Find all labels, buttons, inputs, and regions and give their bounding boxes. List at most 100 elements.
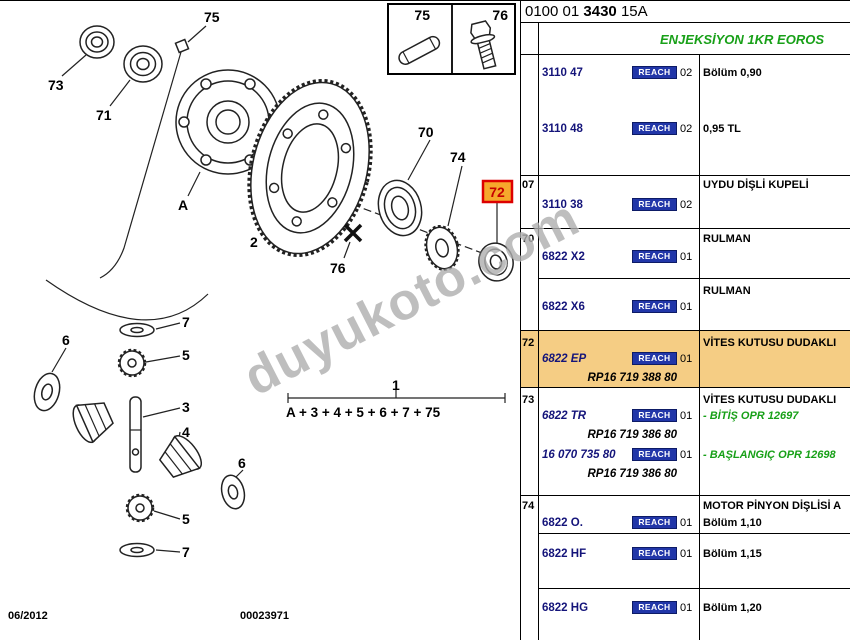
part-number[interactable]: 6822 O. (542, 517, 583, 529)
washer-7-top-drawing (119, 322, 155, 338)
part-description: 0,95 TL (703, 123, 741, 135)
table-line: RP16 719 388 80 (520, 371, 850, 386)
part-label-7-bottom[interactable]: 7 (182, 544, 190, 560)
part-number[interactable]: 3110 48 (542, 123, 583, 135)
group-title: RULMAN (703, 233, 751, 245)
inset-label-76[interactable]: 76 (492, 7, 508, 23)
part-description: Bölüm 1,20 (703, 602, 762, 614)
pinion-gear-4-right-drawing (158, 435, 203, 479)
part-label-6-right[interactable]: 6 (238, 455, 246, 471)
part-label-2[interactable]: 2 (250, 234, 258, 250)
grid-line (520, 228, 850, 229)
axis-dash-line (329, 195, 507, 263)
grid-line (699, 54, 700, 640)
group-label-1[interactable]: 1 (392, 377, 400, 393)
table-line: RP16 719 386 80 (520, 467, 850, 482)
highlighted-row-72[interactable] (521, 330, 850, 387)
reach-badge[interactable]: REACH (632, 352, 677, 365)
pinion-gear-4-left-drawing (72, 402, 114, 444)
part-label-74[interactable]: 74 (450, 149, 466, 165)
part-label-75[interactable]: 75 (204, 9, 220, 25)
part-label-71[interactable]: 71 (96, 107, 112, 123)
part-number[interactable]: 6822 X6 (542, 301, 585, 313)
table-line: 3110 38 REACH 02 (520, 198, 850, 213)
part-label-3[interactable]: 3 (182, 399, 190, 415)
part-number[interactable]: 6822 TR (542, 410, 587, 422)
part-number[interactable]: 6822 EP (542, 353, 587, 365)
side-gear-5-bottom-drawing (125, 493, 155, 523)
reach-badge[interactable]: REACH (632, 409, 677, 422)
reach-badge[interactable]: REACH (632, 198, 677, 211)
ref-number: 70 (522, 233, 535, 245)
page-top-border (0, 0, 850, 1)
table-line: RULMAN (520, 284, 850, 299)
bolt-drawing (470, 20, 497, 70)
table-line: 72 VİTES KUTUSU DUDAKLI (520, 336, 850, 351)
diff-housing-A-drawing (175, 69, 281, 175)
grid-line (520, 330, 850, 331)
part-label-5-top[interactable]: 5 (182, 347, 190, 363)
group-title: UYDU DİŞLİ KUPELİ (703, 179, 809, 191)
part-label-76[interactable]: 76 (330, 260, 346, 276)
table-line: RP16 719 386 80 (520, 428, 850, 443)
quantity: 01 (680, 410, 693, 422)
part-number[interactable]: 6822 HG (542, 602, 589, 614)
part-72-highlight-box[interactable] (481, 179, 514, 204)
reach-badge[interactable]: REACH (632, 547, 677, 560)
group-1-bracket (287, 390, 506, 403)
quantity: 01 (680, 517, 693, 529)
grid-line (538, 22, 539, 640)
section-title: ENJEKSİYON 1KR EOROS (660, 32, 824, 47)
reach-badge[interactable]: REACH (632, 601, 677, 614)
part-label-72[interactable]: 72 (489, 184, 505, 200)
crown-gear-2-drawing (247, 78, 373, 258)
quantity: 02 (680, 199, 693, 211)
leader-lines (45, 25, 498, 553)
document-code-suffix: 15A (620, 3, 648, 20)
reach-badge[interactable]: REACH (632, 250, 677, 263)
table-line: 3110 47 REACH 02 Bölüm 0,90 (520, 66, 850, 81)
part-label-73[interactable]: 73 (48, 77, 64, 93)
part-label-70[interactable]: 70 (418, 124, 434, 140)
part-number[interactable]: 6822 X2 (542, 251, 585, 263)
ref-number: 07 (522, 179, 535, 191)
part-label-6-left[interactable]: 6 (62, 332, 70, 348)
group-title: RULMAN (703, 285, 751, 297)
reach-badge[interactable]: REACH (632, 448, 677, 461)
reach-badge[interactable]: REACH (632, 66, 677, 79)
grid-line (538, 588, 850, 589)
group-title: VİTES KUTUSU DUDAKLI (703, 337, 837, 349)
opr-note: - BAŞLANGIÇ OPR 12698 (703, 449, 836, 461)
inset-label-75[interactable]: 75 (414, 7, 430, 23)
table-line: 6822 EP REACH 01 (520, 352, 850, 367)
group-title: VİTES KUTUSU DUDAKLI (703, 394, 837, 406)
part-number[interactable]: 16 070 735 80 (542, 449, 616, 461)
part-label-7-top[interactable]: 7 (182, 314, 190, 330)
quantity: 02 (680, 123, 693, 135)
pin-75-in-place-drawing (174, 38, 190, 54)
grid-line (538, 278, 850, 279)
part-number[interactable]: 3110 47 (542, 67, 583, 79)
ref-number: 73 (522, 394, 535, 406)
bearing-70-drawing (377, 179, 423, 237)
part-number[interactable]: 6822 HF (542, 548, 587, 560)
footer-date: 06/2012 (8, 610, 48, 622)
reach-badge[interactable]: REACH (632, 300, 677, 313)
inset-detail-box: 75 76 (387, 3, 516, 75)
table-line: 16 070 735 80 REACH 01 - BAŞLANGIÇ OPR 1… (520, 448, 850, 463)
grid-line (520, 175, 850, 176)
reach-badge[interactable]: REACH (632, 516, 677, 529)
part-label-5-bottom[interactable]: 5 (182, 511, 190, 527)
part-label-4[interactable]: 4 (182, 424, 190, 440)
grid-line (520, 387, 850, 388)
thrust-washer-6-left-drawing (33, 372, 61, 412)
side-gear-5-top-drawing (117, 348, 147, 378)
part-number[interactable]: 3110 38 (542, 199, 583, 211)
part-description: Bölüm 1,10 (703, 517, 762, 529)
reach-badge[interactable]: REACH (632, 122, 677, 135)
grid-line (520, 495, 850, 496)
quantity: 02 (680, 67, 693, 79)
rp-reference: RP16 719 388 80 (587, 372, 677, 384)
bearing-73-drawing (79, 25, 115, 59)
part-label-A[interactable]: A (178, 197, 188, 213)
